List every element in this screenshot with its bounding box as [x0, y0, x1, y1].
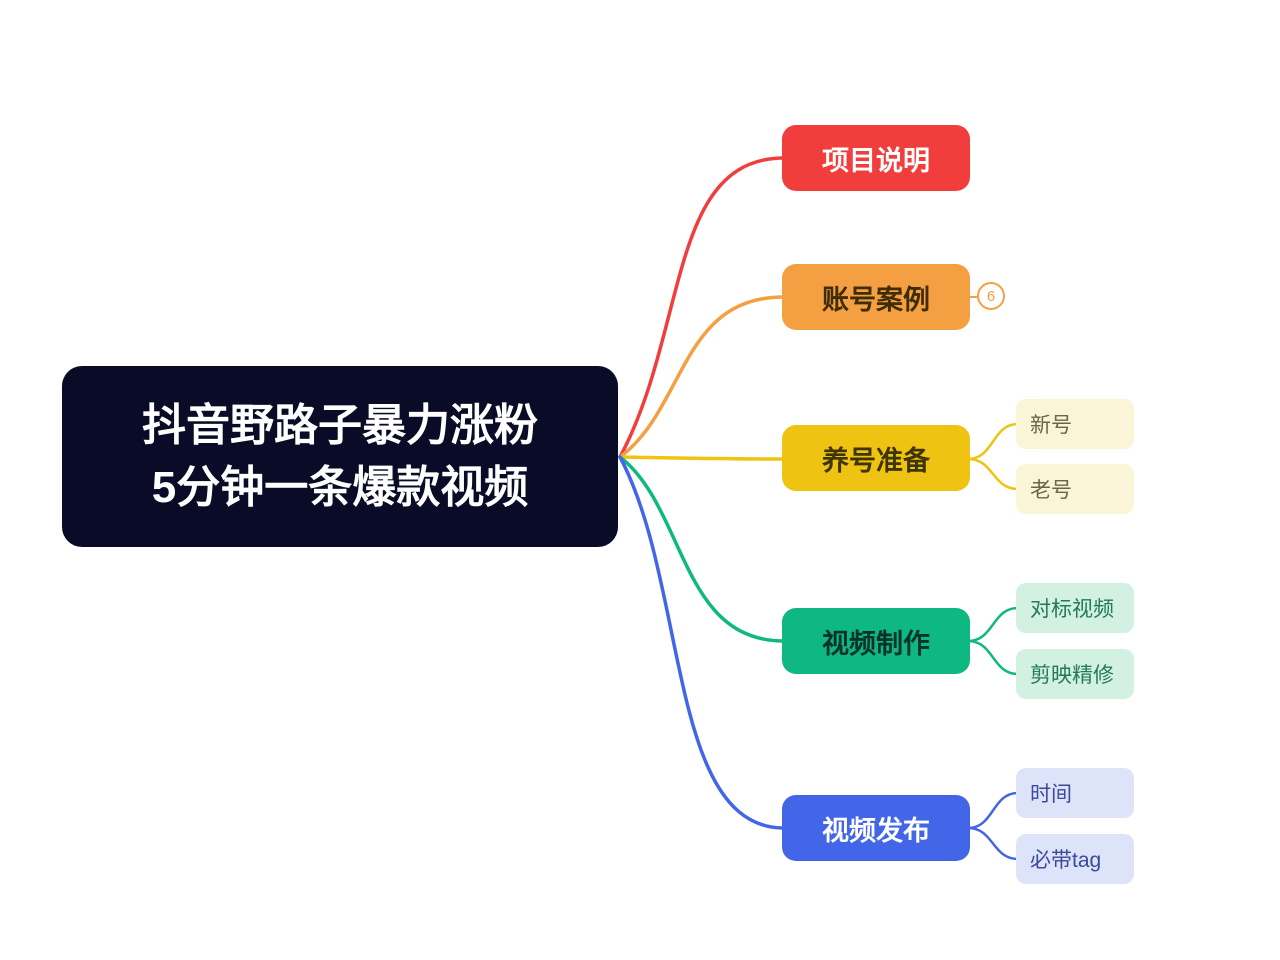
connector-jianying-editing	[966, 639, 1020, 676]
child-label-publish-time: 时间	[1030, 783, 1072, 806]
connector-new-account	[966, 422, 1020, 461]
connector-benchmark-video	[966, 606, 1020, 643]
child-label-new-account: 新号	[1030, 414, 1072, 437]
child-node-old-account[interactable]: 老号	[1016, 464, 1134, 514]
branch-label-video-publishing: 视频发布	[822, 815, 930, 846]
branch-node-account-prep[interactable]: 养号准备	[782, 425, 970, 491]
connector-account-prep	[618, 455, 786, 461]
connector-video-publishing	[618, 455, 786, 830]
child-label-benchmark-video: 对标视频	[1030, 598, 1114, 621]
branch-label-project-description: 项目说明	[822, 145, 930, 176]
branch-label-account-cases: 账号案例	[822, 284, 930, 315]
connector-required-tag	[966, 826, 1020, 861]
child-node-required-tag[interactable]: 必带tag	[1016, 834, 1134, 884]
branch-node-account-cases[interactable]: 账号案例	[782, 264, 970, 330]
connector-old-account	[966, 457, 1020, 491]
branch-node-video-publishing[interactable]: 视频发布	[782, 795, 970, 861]
root-node[interactable]: 抖音野路子暴力涨粉 5分钟一条爆款视频	[62, 366, 618, 547]
child-node-benchmark-video[interactable]: 对标视频	[1016, 583, 1134, 633]
connector-video-production	[618, 455, 786, 643]
child-label-jianying-editing: 剪映精修	[1030, 664, 1114, 687]
child-label-required-tag: 必带tag	[1030, 849, 1102, 872]
root-title-line2: 5分钟一条爆款视频	[151, 462, 529, 512]
connector-project-description	[618, 156, 786, 459]
child-node-publish-time[interactable]: 时间	[1016, 768, 1134, 818]
connector-account-cases	[618, 295, 786, 459]
branch-node-video-production[interactable]: 视频制作	[782, 608, 970, 674]
branch-label-account-prep: 养号准备	[822, 445, 930, 476]
child-node-new-account[interactable]: 新号	[1016, 399, 1134, 449]
connector-publish-time	[966, 791, 1020, 830]
collapsed-children-badge[interactable]: 6	[977, 282, 1005, 310]
branch-label-video-production: 视频制作	[822, 628, 930, 659]
branch-node-project-description[interactable]: 项目说明	[782, 125, 970, 191]
child-node-jianying-editing[interactable]: 剪映精修	[1016, 649, 1134, 699]
child-label-old-account: 老号	[1030, 479, 1072, 502]
root-title-line1: 抖音野路子暴力涨粉	[142, 400, 538, 450]
